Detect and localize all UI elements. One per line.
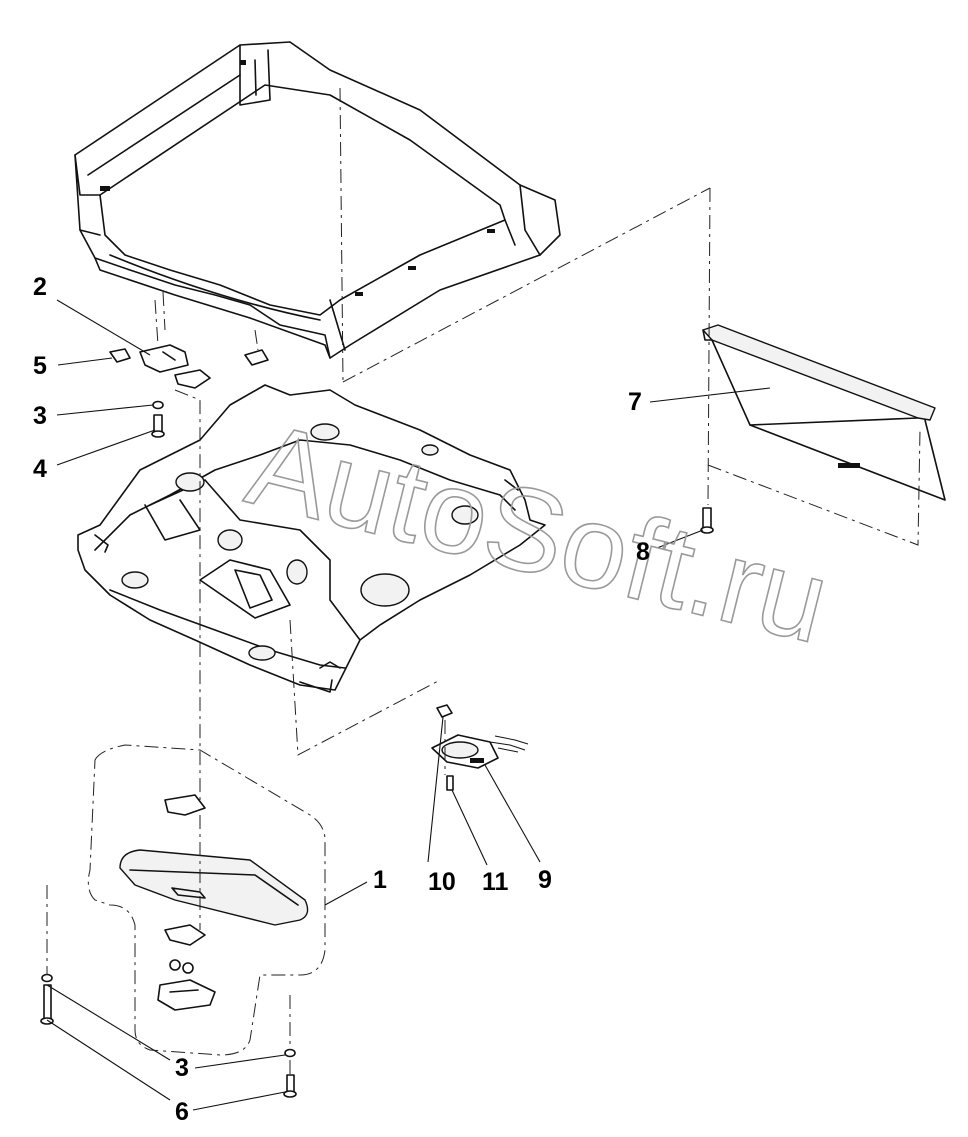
parcel-shelf-cover <box>702 324 946 501</box>
callout-9: 9 <box>538 866 552 894</box>
dome-lamp-assembly <box>431 704 529 791</box>
roof-frame <box>74 41 561 359</box>
callout-2: 2 <box>33 273 47 301</box>
screw-lower-left <box>40 984 54 1025</box>
leader-lines <box>46 299 771 1111</box>
callout-3-upper: 3 <box>33 402 47 430</box>
headliner-panel <box>77 384 546 693</box>
screw-upper <box>151 414 165 438</box>
callout-10: 10 <box>428 868 456 896</box>
callout-4: 4 <box>33 455 47 483</box>
washer-lower-right <box>284 1048 296 1058</box>
callout-3-lower: 3 <box>175 1054 189 1082</box>
washer-upper <box>152 400 164 410</box>
callout-8: 8 <box>636 538 650 566</box>
callout-6: 6 <box>175 1098 189 1126</box>
bolt-8 <box>700 507 714 534</box>
overhead-console <box>87 744 326 1056</box>
assembly-center-lines <box>46 87 921 1075</box>
screw-lower-right <box>283 1074 297 1098</box>
washer-lower-left <box>41 973 53 983</box>
callout-5: 5 <box>33 352 47 380</box>
callout-7: 7 <box>628 388 642 416</box>
callout-1: 1 <box>373 866 387 894</box>
visor-bracket-group <box>109 344 269 389</box>
callout-11: 11 <box>482 868 509 896</box>
